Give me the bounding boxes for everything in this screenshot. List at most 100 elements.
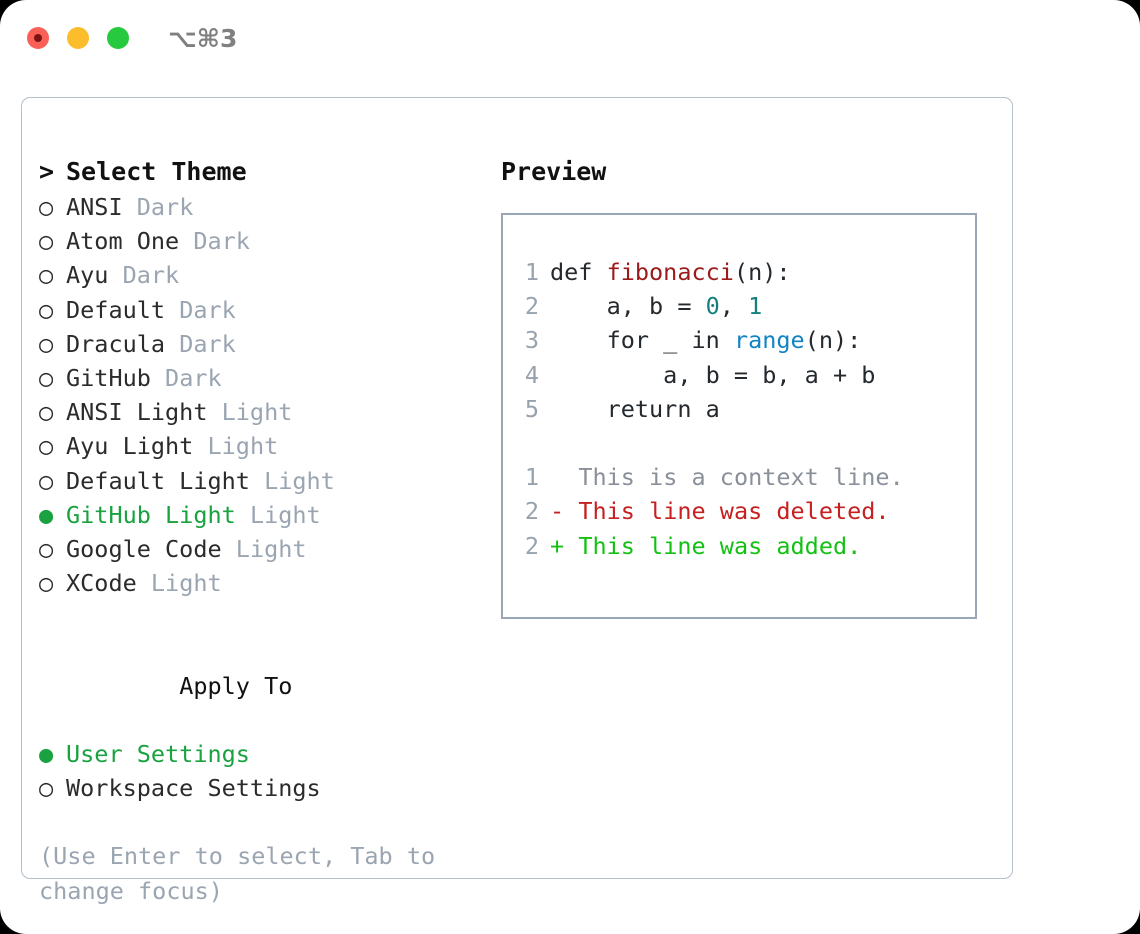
theme-list-item[interactable]: ○XCode Light [39,566,479,600]
code-token: a, b = [550,292,706,321]
diff-line-text: This line was deleted. [578,497,890,526]
theme-variant-tag: Light [264,466,335,495]
line-number: 1 [524,463,539,492]
radio-unselected-icon[interactable]: ○ [39,193,54,221]
radio-selected-icon[interactable]: ● [39,500,54,529]
theme-name: Ayu Light [66,432,194,461]
theme-list-item[interactable]: ○ Google Code Light [39,532,479,566]
theme-variant-tag: Dark [193,227,250,256]
theme-name: Google Code [66,535,222,564]
apply-to-option-label: Workspace Settings [66,774,321,803]
diff-marker [550,460,564,494]
code-token: (n): [804,326,862,355]
theme-name: GitHub Light [66,500,236,529]
theme-name: ANSI Light [66,398,208,427]
theme-name-tag-gap [123,190,137,224]
theme-picker-panel: > Select Theme ○ANSI Dark○Atom One Dark○… [39,153,479,908]
code-token: 0 [705,292,720,321]
line-number: 2 [524,497,539,526]
code-line-text: a, b = b, a + b [550,358,875,392]
code-token: range [733,326,805,355]
close-window-button[interactable] [27,27,49,49]
code-token: def [550,258,607,286]
apply-to-heading: Apply To [39,634,479,737]
minimize-window-button[interactable] [67,27,89,49]
apply-to-indent-spacer [152,669,179,703]
keyboard-hint-text: (Use Enter to select, Tab to change focu… [39,842,436,905]
theme-variant-tag: Light [221,398,293,427]
theme-list-item[interactable]: ○Ayu Light Light [39,429,479,463]
radio-unselected-icon[interactable]: ○ [39,261,54,290]
code-line-text: return a [550,392,720,426]
theme-variant-tag: Dark [179,329,236,358]
theme-name-tag-gap [250,464,264,498]
code-line-text: for _ in range(n): [550,323,862,357]
diff-line-text: This is a context line. [578,463,904,492]
theme-name-tag-gap [165,327,179,361]
code-token: 1 [748,292,763,321]
code-line: 3 for _ in range(n): [503,323,975,357]
theme-name: Atom One [66,227,180,256]
radio-unselected-icon[interactable]: ○ [39,466,54,495]
theme-list-item[interactable]: ○Default Dark [39,293,479,327]
preview-spacer [503,426,975,460]
theme-name-tag-gap [137,566,151,600]
theme-name-tag-gap [193,429,207,463]
theme-list-item[interactable]: ○ Atom One Dark [39,224,479,258]
radio-unselected-icon[interactable]: ○ [39,774,54,803]
theme-variant-tag: Light [150,569,222,598]
code-line: 5 return a [503,392,975,426]
preview-title: Preview [501,157,607,186]
theme-name-tag-gap [222,532,236,566]
heading-caret-icon: > [39,157,70,186]
line-number: 5 [524,394,539,423]
radio-selected-icon[interactable]: ● [39,740,54,769]
theme-name-tag-gap [165,293,179,327]
diff-line: 2- This line was deleted. [503,494,975,528]
diff-marker-gap [564,494,578,528]
radio-unselected-icon[interactable]: ○ [39,432,54,461]
theme-list: ○ANSI Dark○Atom One Dark○Ayu Dark○Defaul… [39,190,479,600]
code-line-text: a, b = 0, 1 [550,289,763,323]
radio-unselected-icon[interactable]: ○ [39,569,54,598]
theme-list-item[interactable]: ● GitHub Light Light [39,498,479,532]
radio-unselected-icon[interactable]: ○ [39,329,54,358]
apply-to-option[interactable]: ●User Settings [39,737,479,771]
theme-variant-tag: Light [249,500,321,529]
maximize-window-button[interactable] [107,27,129,49]
code-token: fibonacci [606,258,734,286]
radio-unselected-icon[interactable]: ○ [39,295,54,324]
keyboard-shortcut-label: ⌥⌘3 [168,24,238,53]
theme-variant-tag: Dark [179,295,236,324]
theme-name: Default Light [66,466,250,495]
theme-list-item[interactable]: ○GitHub Dark [39,361,479,395]
theme-list-item[interactable]: ○Dracula Dark [39,327,479,361]
radio-unselected-icon[interactable]: ○ [39,364,54,393]
diff-sample: 1 This is a context line.2- This line wa… [503,460,975,563]
code-line-text: def fibonacci(n): [550,255,791,289]
theme-list-item[interactable]: ○Ayu Dark [39,258,479,292]
theme-name: GitHub [66,364,151,393]
theme-variant-tag: Light [235,535,307,564]
radio-unselected-icon[interactable]: ○ [39,398,54,427]
code-token: return a [550,394,720,423]
code-line: 2 a, b = 0, 1 [503,289,975,323]
theme-name-tag-gap [108,258,122,292]
theme-list-item[interactable]: ○ ANSI Light Light [39,395,479,429]
diff-marker: + [550,531,565,560]
page-title: Select Theme [66,157,247,186]
apply-to-option[interactable]: ○ Workspace Settings [39,771,479,805]
theme-list-item[interactable]: ○ANSI Dark [39,190,479,224]
theme-name-tag-gap [179,224,193,258]
radio-unselected-icon[interactable]: ○ [39,535,54,564]
code-token: a, b = b, a + b [550,360,876,389]
radio-unselected-icon[interactable]: ○ [39,227,54,256]
theme-name: ANSI [66,193,123,221]
code-token: for _ in [550,326,734,355]
line-number: 4 [524,360,539,389]
theme-list-item[interactable]: ○ Default Light Light [39,464,479,498]
